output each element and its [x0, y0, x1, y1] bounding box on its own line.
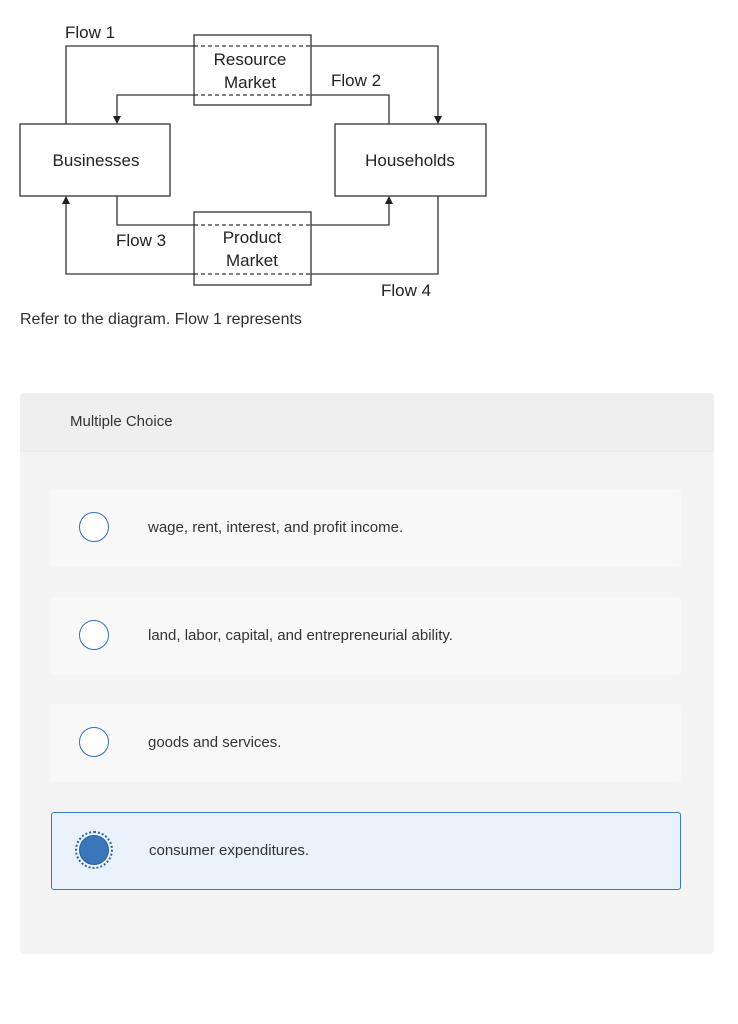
- businesses-box: Businesses: [19, 123, 171, 197]
- flow1-arrow: [434, 116, 442, 124]
- product-market-label-line2: Market: [226, 251, 278, 270]
- radio-button-icon[interactable]: [79, 620, 109, 650]
- flow3-arrow: [385, 196, 393, 204]
- choice-option-4[interactable]: consumer expenditures.: [51, 812, 681, 890]
- product-market-box: Product Market: [193, 211, 312, 286]
- flow3-label: Flow 3: [116, 231, 166, 250]
- households-label: Households: [365, 151, 455, 170]
- circular-flow-diagram: Resource Market Product Market Businesse…: [19, 23, 487, 300]
- flow2-arrow: [113, 116, 121, 124]
- multiple-choice-panel: Multiple Choice wage, rent, interest, an…: [20, 393, 714, 954]
- multiple-choice-header: Multiple Choice: [20, 393, 714, 452]
- radio-button-icon[interactable]: [79, 727, 109, 757]
- resource-market-label-line1: Resource: [214, 50, 287, 69]
- radio-button-selected-icon[interactable]: [75, 831, 113, 869]
- resource-market-box: Resource Market: [193, 34, 312, 106]
- flow1-label: Flow 1: [65, 23, 115, 42]
- flow4-arrow: [62, 196, 70, 204]
- choice-label: goods and services.: [148, 734, 282, 751]
- resource-market-label-line2: Market: [224, 73, 276, 92]
- choice-label: land, labor, capital, and entrepreneuria…: [148, 627, 453, 644]
- choice-label: wage, rent, interest, and profit income.: [148, 519, 404, 536]
- businesses-label: Businesses: [53, 151, 140, 170]
- choice-label: consumer expenditures.: [149, 842, 310, 859]
- choice-option-1[interactable]: wage, rent, interest, and profit income.: [51, 489, 681, 567]
- question-text: Refer to the diagram. Flow 1 represents: [20, 311, 302, 328]
- radio-button-icon[interactable]: [79, 512, 109, 542]
- flow2-label: Flow 2: [331, 71, 381, 90]
- households-box: Households: [334, 123, 487, 197]
- choice-option-3[interactable]: goods and services.: [51, 704, 681, 782]
- flow4-label: Flow 4: [381, 281, 431, 300]
- choice-option-2[interactable]: land, labor, capital, and entrepreneuria…: [51, 597, 681, 675]
- product-market-label-line1: Product: [223, 228, 282, 247]
